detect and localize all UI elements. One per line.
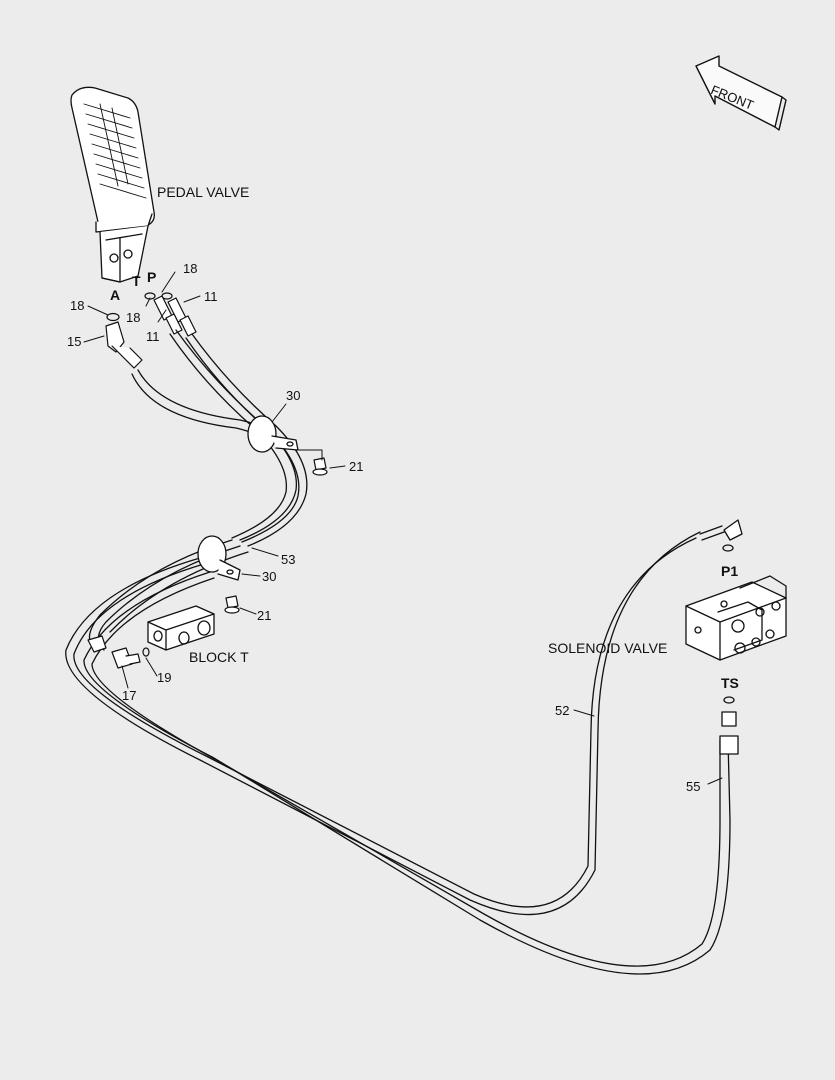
callout-17: 17 (122, 688, 137, 703)
port-t-label: T (132, 273, 141, 289)
callout-18-top: 18 (183, 261, 198, 276)
solenoid-valve-label: SOLENOID VALVE (548, 640, 668, 656)
port-a-label: A (110, 287, 121, 303)
solenoid-valve-icon (685, 519, 787, 755)
callout-18-left: 18 (70, 298, 85, 313)
port-ts-label: TS (721, 675, 739, 691)
pilot-hoses (88, 329, 308, 651)
callout-30-bottom: 30 (262, 569, 277, 584)
fittings-icon (105, 292, 197, 369)
long-hoses (65, 531, 731, 975)
callout-21-bottom: 21 (257, 608, 272, 623)
pedal-valve-icon (70, 86, 155, 283)
callout-30-top: 30 (286, 388, 301, 403)
bolt-icon (224, 457, 328, 614)
callout-21-top: 21 (349, 459, 364, 474)
callout-52: 52 (555, 703, 570, 718)
pedal-valve-label: PEDAL VALVE (157, 184, 250, 200)
front-arrow-icon (695, 55, 787, 131)
block-t-label: BLOCK T (189, 649, 249, 665)
callout-11-bottom: 11 (146, 329, 160, 344)
callout-55: 55 (686, 779, 701, 794)
port-p1-label: P1 (721, 563, 739, 579)
block-t-icon (147, 605, 215, 651)
callout-53: 53 (281, 552, 296, 567)
elbow-fitting-icon (87, 635, 150, 669)
callout-19: 19 (157, 670, 172, 685)
callout-18-mid: 18 (126, 310, 141, 325)
port-p-label: P (147, 269, 157, 285)
clamp-icon (197, 415, 299, 581)
callout-11-right: 11 (204, 289, 218, 304)
callout-15: 15 (67, 334, 82, 349)
leader-lines (83, 271, 723, 785)
